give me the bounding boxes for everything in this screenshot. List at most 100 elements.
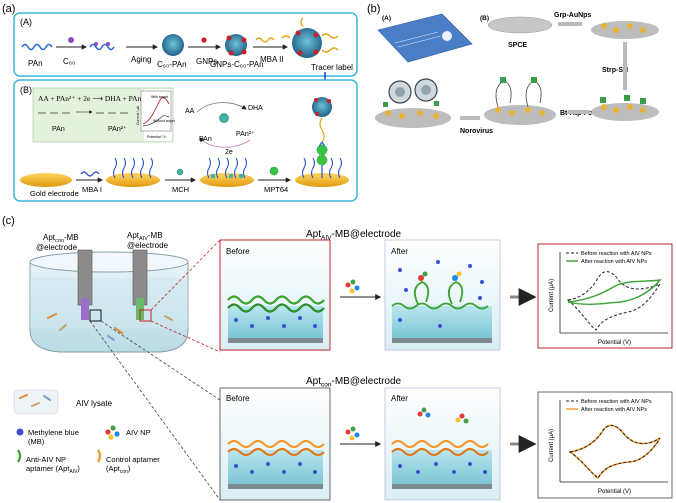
top-before-electrode bbox=[227, 295, 325, 343]
cycle-pan: PAn bbox=[199, 136, 212, 143]
bottom-curve-before bbox=[568, 425, 661, 479]
electrode-apt-aiv bbox=[132, 249, 148, 306]
gold-electrode-2 bbox=[106, 173, 160, 187]
panel-a-box-a bbox=[13, 12, 358, 77]
top-after-label: After bbox=[391, 247, 408, 256]
spce-disk bbox=[487, 16, 553, 34]
top-graph-xlabel: Potential (V) bbox=[598, 340, 631, 346]
mch-icon bbox=[176, 168, 184, 176]
label-spce: SPCE bbox=[508, 42, 527, 49]
c60-pan-chain-icon bbox=[89, 43, 115, 51]
connector-con-top bbox=[100, 320, 221, 401]
step-aging: Aging bbox=[131, 55, 151, 64]
top-curve-after bbox=[567, 279, 662, 305]
label-strp: Strp-SH bbox=[602, 67, 628, 74]
top-cv-graph: Before reaction with AIV NPs After react… bbox=[537, 243, 673, 349]
cycle-arrow-bottom bbox=[199, 137, 251, 148]
legend-ctrl-icon bbox=[97, 449, 102, 463]
connector-aiv-top bbox=[150, 239, 221, 311]
panel-b-sub-b: (B) bbox=[480, 15, 489, 22]
step-pan: PAn bbox=[28, 59, 43, 68]
label-norovirus: Norovirus bbox=[460, 128, 493, 135]
panel-a-sub-b: (B) bbox=[20, 85, 32, 95]
apt-aiv-label-line1: AptAIV-MB bbox=[127, 231, 163, 242]
pan2-label: PAn²⁺ bbox=[108, 126, 127, 133]
panel-c: (c) Aptcon-MB @electrode AptAIV-MB @elec… bbox=[2, 215, 673, 501]
legend-lysate-label: AIV lysate bbox=[76, 399, 113, 408]
cv-ylabel: Current / μA bbox=[136, 105, 140, 125]
legend-lysate-swatch bbox=[13, 389, 59, 415]
legend-mb-line1: Methylene blue bbox=[28, 428, 79, 437]
top-graph-ylabel: Current (μA) bbox=[549, 279, 555, 312]
cycle-pan2: PAn²⁺ bbox=[236, 131, 255, 138]
disk-aunp bbox=[591, 21, 659, 39]
legend-anti-icon bbox=[17, 449, 22, 463]
bottom-cv-graph: Before reaction with AIV NPs After react… bbox=[537, 391, 673, 499]
label-mba1: MBA I bbox=[82, 185, 102, 194]
bottom-after-electrode bbox=[391, 407, 492, 489]
gnp-icon bbox=[201, 37, 207, 43]
disk-bt-atp-fc bbox=[591, 95, 659, 121]
legend-mb-line2: (MB) bbox=[28, 437, 45, 446]
panel-a: (a) (A) PAn C₆₀ Aging C₆₀-PAn GNPs GNPs-… bbox=[2, 3, 358, 202]
c60-icon bbox=[68, 37, 74, 43]
gold-electrode-4 bbox=[295, 173, 349, 187]
bottom-graph-legend-after: After reaction with AIV NPs bbox=[581, 407, 647, 413]
legend-anti-line1: Anti-AIV NP bbox=[26, 455, 66, 464]
legend-anti-line2: aptamer (AptAIV) bbox=[26, 464, 80, 475]
step-mba2: MBA II bbox=[260, 55, 284, 64]
legend-mb-icon bbox=[16, 428, 24, 436]
panel-b: (b) (A) (B) SPCE Grp-AuNps Strp-SH bbox=[367, 3, 659, 135]
bottom-graph-ylabel: Current (μA) bbox=[549, 429, 555, 462]
label-mpt64: MPT64 bbox=[264, 185, 288, 194]
cv-xlabel: Potential / V bbox=[147, 135, 167, 139]
panel-a-label: (a) bbox=[2, 3, 15, 15]
panel-b-sub-a: (A) bbox=[382, 15, 391, 22]
disk-norovirus bbox=[375, 78, 451, 128]
legend-aivnp-icon bbox=[105, 425, 120, 440]
bottom-after-label: After bbox=[391, 394, 408, 403]
electrode-apt-aiv-tip bbox=[136, 298, 144, 320]
mpt-probe-icon bbox=[219, 113, 229, 123]
step-c60-pan: C₆₀-PAn bbox=[157, 60, 187, 69]
zoom-box-con bbox=[89, 309, 102, 322]
apt-aiv-label-line2: @electrode bbox=[127, 241, 169, 250]
cycle-arrow-top bbox=[196, 102, 247, 113]
zoom-box-aiv bbox=[139, 309, 152, 322]
spce-strip-icon bbox=[377, 13, 473, 63]
top-graph-legend-before: Before reaction with AIV NPs bbox=[581, 251, 652, 257]
panel-c-label: (c) bbox=[2, 215, 15, 227]
bottom-graph-xlabel: Potential (V) bbox=[598, 489, 631, 495]
legend-ctrl-line2: (Aptcon) bbox=[106, 464, 131, 475]
cycle-2e: 2e bbox=[225, 149, 233, 156]
step-gnps-c60-pan: GNPs-C₆₀-PAn bbox=[210, 60, 264, 69]
connector-aiv-bottom bbox=[150, 320, 221, 353]
label-grp: Grp-AuNps bbox=[554, 12, 591, 19]
pan-chain-icon bbox=[21, 43, 53, 51]
legend-aivnp-label: AIV NP bbox=[126, 428, 151, 437]
step-tracer: Tracer label bbox=[311, 63, 353, 72]
mpt64-icon bbox=[269, 166, 279, 176]
top-add-np-icon bbox=[345, 279, 360, 294]
electrode-apt-con-tip bbox=[81, 298, 89, 320]
legend: AIV lysate Methylene blue (MB) AIV NP An… bbox=[13, 389, 160, 475]
panel-a-sub-a: (A) bbox=[20, 17, 32, 27]
disk-aptamer bbox=[484, 77, 556, 125]
bottom-before-electrode bbox=[227, 439, 325, 489]
bottom-add-np-icon bbox=[345, 426, 360, 441]
connector-con-bottom bbox=[89, 320, 221, 501]
mba2-icon bbox=[255, 37, 275, 43]
cv-inset: With target Without target Potential / V… bbox=[136, 90, 175, 139]
step-c60: C₆₀ bbox=[63, 57, 75, 66]
apt-con-label-line1: Aptcon-MB bbox=[43, 233, 79, 244]
c60-pan-particle-icon bbox=[162, 34, 184, 56]
label-mch: MCH bbox=[172, 185, 189, 194]
reaction-equation: AA + PAn²⁺ + 2e ⟶ DHA + PAn bbox=[38, 94, 142, 103]
tracer-label-icon bbox=[281, 17, 339, 58]
top-after-electrode bbox=[391, 260, 492, 343]
top-curve-before bbox=[566, 271, 662, 331]
step-gnps: GNPs bbox=[196, 57, 217, 66]
top-graph-legend-after: After reaction with AIV NPs bbox=[581, 259, 647, 265]
gold-electrode-1 bbox=[20, 173, 72, 187]
